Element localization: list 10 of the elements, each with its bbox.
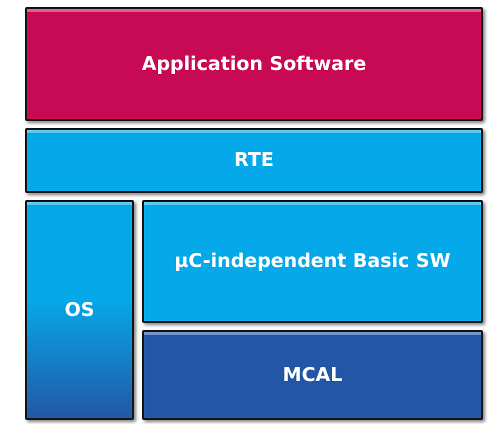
- layer-label: Application Software: [142, 52, 366, 77]
- layer-box: [25, 200, 134, 420]
- layer-box: [142, 200, 483, 323]
- layer-box: [25, 128, 483, 193]
- layer-label: RTE: [234, 148, 274, 174]
- layer-box: [142, 330, 483, 420]
- layer-label: MCAL: [282, 362, 342, 388]
- layer-label: OS: [64, 298, 94, 323]
- layer-box: [25, 7, 483, 121]
- layer-label: µC-independent Basic SW: [174, 249, 451, 274]
